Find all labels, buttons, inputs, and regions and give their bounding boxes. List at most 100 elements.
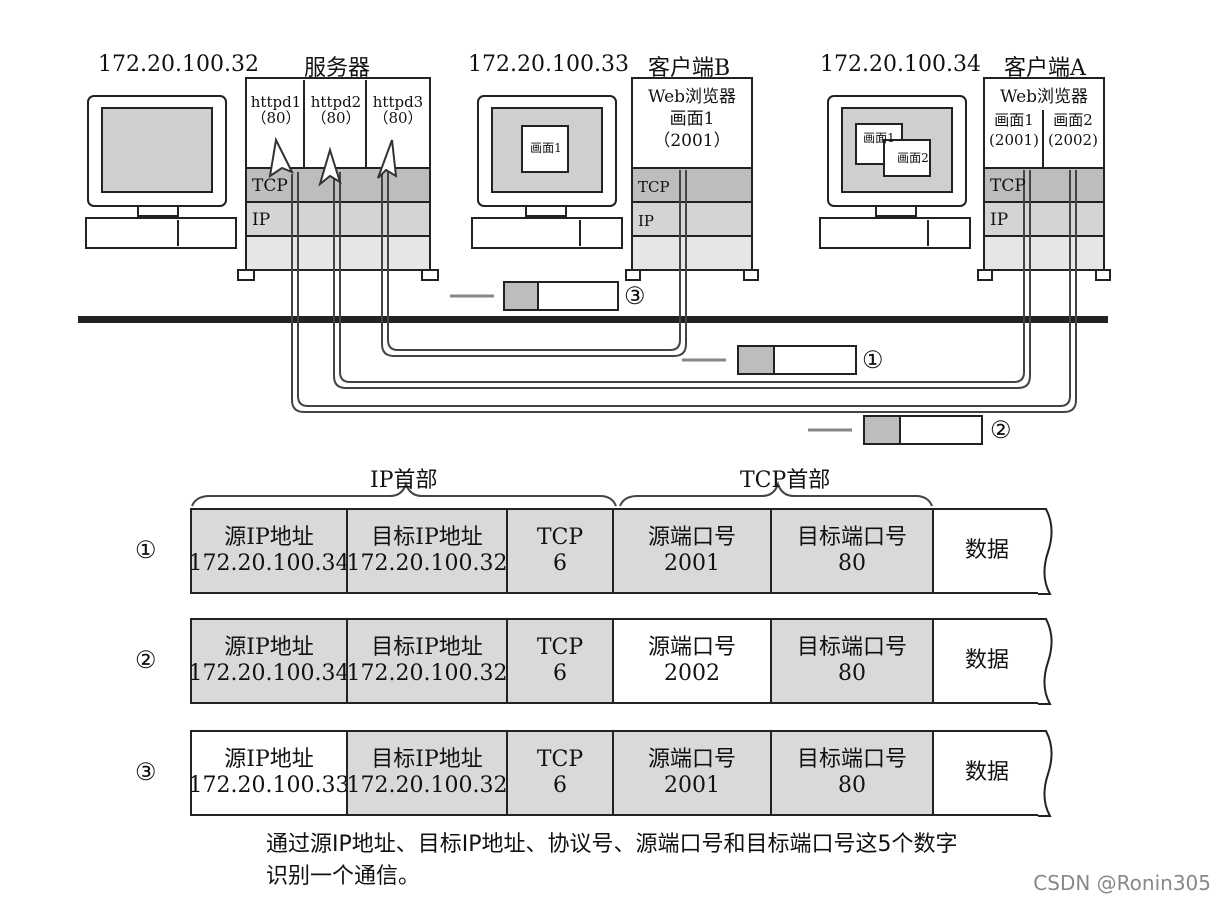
arrowheads	[268, 136, 398, 187]
row-continuation-edge	[1038, 730, 1053, 817]
caption-line-2: 识别一个通信。	[266, 864, 421, 889]
packet-marker-3: ③	[624, 282, 646, 310]
field-value: 2001	[664, 773, 720, 798]
field-name: 目标端口号	[796, 635, 907, 660]
row-continuation-edge	[1038, 618, 1053, 705]
client-a-protocol-stack	[977, 77, 1111, 281]
server-ip-layer: IP	[252, 210, 271, 230]
field-value: 2001	[664, 551, 720, 576]
server-tcp-layer: TCP	[252, 176, 288, 196]
server-ip-label: 172.20.100.32	[98, 52, 259, 77]
server-process-httpd3: httpd3 （80）	[368, 94, 428, 126]
field-name: 源IP地址	[224, 635, 314, 660]
client-b-protocol-stack	[625, 77, 759, 281]
process-port: （80）	[311, 109, 361, 127]
packet-3	[450, 281, 619, 311]
field-name: TCP	[536, 747, 584, 772]
client-b-window	[521, 125, 569, 173]
server-process-httpd2: httpd2 （80）	[306, 94, 366, 126]
client-b-ip-label: 172.20.100.33	[468, 52, 629, 77]
screen-label: 画面2	[1053, 111, 1093, 129]
field-value: 2002	[664, 661, 720, 686]
screen-label: 画面1	[994, 111, 1034, 129]
caption-line-1: 通过源IP地址、目标IP地址、协议号、源端口号和目标端口号这5个数字	[266, 832, 958, 857]
client-b-name-label: 客户端B	[648, 56, 731, 81]
client-a-screen-1: 画面1 (2001)	[986, 110, 1042, 150]
client-b-ip-layer: IP	[638, 212, 655, 230]
field-name: 数据	[964, 648, 1009, 673]
figure-caption: 通过源IP地址、目标IP地址、协议号、源端口号和目标端口号这5个数字 识别一个通…	[266, 829, 958, 893]
field-value: 6	[553, 773, 567, 798]
process-name: httpd1	[250, 93, 302, 111]
process-name: httpd2	[310, 93, 362, 111]
server-process-httpd1: httpd1 （80）	[248, 94, 304, 126]
client-a-screen-2: 画面2 (2002)	[1044, 110, 1102, 150]
watermark: CSDN @Ronin305	[1033, 871, 1211, 895]
client-b-monitor-label: 画面1	[530, 141, 562, 155]
packet-1	[682, 345, 857, 375]
connection-paths	[291, 170, 1077, 413]
browser-screen-label: 画面1	[669, 109, 715, 129]
header-field-cell: 数据	[932, 618, 1040, 704]
packet-marker-1: ①	[862, 346, 884, 374]
field-value: 6	[553, 661, 567, 686]
field-value: 172.20.100.32	[346, 661, 508, 686]
field-value: 80	[838, 773, 866, 798]
field-value: 6	[553, 551, 567, 576]
client-a-monitor-label-1: 画面1	[863, 131, 895, 145]
field-value: 172.20.100.32	[346, 773, 508, 798]
field-name: 目标IP地址	[371, 635, 483, 660]
process-port: （80）	[251, 109, 301, 127]
server-name-label: 服务器	[304, 56, 371, 81]
field-name: 源端口号	[647, 635, 736, 660]
process-name: httpd3	[372, 93, 424, 111]
packet-2	[808, 415, 983, 445]
client-a-ip-label: 172.20.100.34	[820, 52, 981, 77]
client-a-monitor-label-2: 画面2	[897, 151, 929, 165]
field-name: 目标IP地址	[371, 747, 483, 772]
client-a-window-2	[883, 139, 931, 177]
computer-icon-server	[85, 95, 237, 249]
row-number: ①	[135, 536, 157, 564]
field-value: 172.20.100.34	[188, 551, 350, 576]
client-a-name-label: 客户端A	[1004, 56, 1086, 81]
row-continuation-edge	[1038, 508, 1053, 595]
browser-label: Web浏览器	[647, 87, 737, 107]
row-number: ②	[135, 646, 157, 674]
field-name: 目标端口号	[796, 747, 907, 772]
field-name: 源IP地址	[224, 747, 314, 772]
tcp-header-label: TCP首部	[740, 468, 831, 493]
client-b-browser: Web浏览器 画面1 （2001）	[632, 86, 752, 152]
browser-port-label: （2001）	[653, 131, 731, 151]
field-name: 源端口号	[647, 747, 736, 772]
process-port: （80）	[373, 109, 423, 127]
field-name: 目标端口号	[796, 525, 907, 550]
field-name: 数据	[964, 538, 1009, 563]
header-braces	[191, 480, 933, 507]
field-name: TCP	[536, 635, 584, 660]
client-a-tcp-layer: TCP	[990, 176, 1026, 196]
row-number: ③	[135, 758, 157, 786]
client-b-tcp-layer: TCP	[638, 178, 670, 196]
header-field-cell: 数据	[932, 508, 1040, 594]
screen-port: (2001)	[989, 131, 1039, 149]
header-field-cell: 数据	[932, 730, 1040, 816]
field-name: 数据	[964, 760, 1009, 785]
field-name: TCP	[536, 525, 584, 550]
field-name: 源IP地址	[224, 525, 314, 550]
